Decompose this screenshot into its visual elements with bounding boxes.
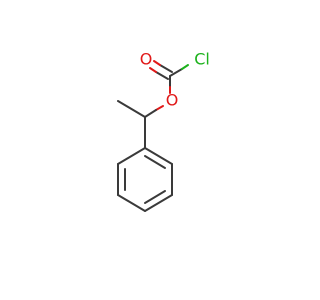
carbonyl-oxygen-label: O bbox=[140, 50, 153, 69]
ester-oxygen-methine-bond bbox=[144, 105, 164, 118]
molecule-structure-diagram: O O Cl bbox=[117, 50, 210, 212]
benzene-ring bbox=[117, 147, 173, 212]
ester-oxygen-label: O bbox=[166, 91, 179, 110]
methine-methyl-bond bbox=[117, 100, 146, 118]
carbonyl-double-bond bbox=[149, 60, 173, 80]
chlorine-label: Cl bbox=[194, 50, 210, 69]
carbon-chlorine-bond bbox=[169, 64, 189, 77]
